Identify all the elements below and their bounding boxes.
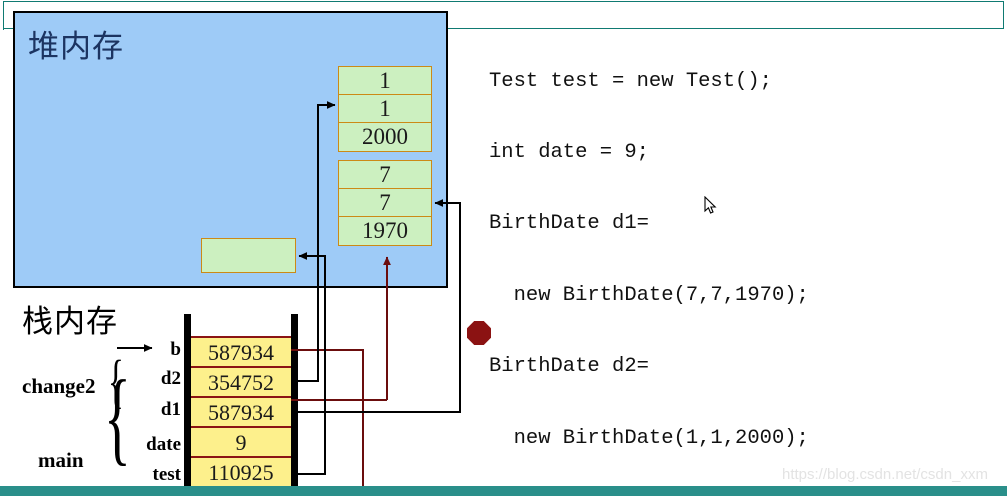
heap-object-cell: 7 <box>339 189 431 217</box>
watermark-text: https://blog.csdn.net/csdn_xxm <box>782 466 988 483</box>
code-line: BirthDate d2= <box>489 355 649 379</box>
stack-frame-label-change2: change2 <box>22 374 96 398</box>
stack-frame-brace-main: { <box>104 360 131 476</box>
stack-cell-date: 9 <box>191 426 291 456</box>
stack-label-d2: d2 <box>160 368 181 389</box>
heap-object-box-d2: 1 1 2000 <box>338 66 432 152</box>
slide-border-left <box>3 1 4 30</box>
stack-label-date: date <box>146 434 181 455</box>
heap-object-cell: 7 <box>339 161 431 189</box>
stack-cell-d2: 354752 <box>191 366 291 396</box>
stack-label-d1: d1 <box>160 399 181 420</box>
heap-object-cell: 1 <box>339 95 431 123</box>
heap-object-box-d1: 7 7 1970 <box>338 160 432 246</box>
heap-object-cell: 2000 <box>362 124 408 149</box>
heap-object-cell <box>202 239 295 272</box>
code-line: BirthDate d1= <box>489 212 649 236</box>
mouse-cursor-icon <box>704 196 717 214</box>
heap-object-cell: 1970 <box>362 218 408 243</box>
code-line: int date = 9; <box>489 140 649 164</box>
bottom-accent-bar <box>0 486 1007 496</box>
stack-cell-d1: 587934 <box>191 396 291 426</box>
stack-label-test: test <box>152 464 181 485</box>
code-line: new BirthDate(7,7,1970); <box>489 283 809 307</box>
stack-memory-title: 栈内存 <box>22 304 118 340</box>
heap-object-cell: 1 <box>339 67 431 95</box>
code-line: Test test = new Test(); <box>489 69 772 93</box>
stack-wall-right <box>291 314 298 492</box>
breakpoint-marker-icon <box>467 321 491 345</box>
stack-cell-test: 110925 <box>191 456 291 486</box>
code-listing: Test test = new Test(); int date = 9; Bi… <box>489 22 883 496</box>
code-line: new BirthDate(1,1,2000); <box>489 426 809 450</box>
stack-cell-b: 587934 <box>191 336 291 366</box>
heap-object-box-empty <box>201 238 296 273</box>
stack-cell-list: 587934 354752 587934 9 110925 <box>191 336 291 486</box>
stack-frame-label-main: main <box>38 448 84 472</box>
stack-wall-left <box>184 314 191 492</box>
arrow-b-to-new-object <box>291 349 364 489</box>
stack-frame-brace-change2: { <box>108 348 124 415</box>
stack-label-b: b <box>170 339 181 360</box>
heap-memory-title: 堆内存 <box>28 29 124 65</box>
